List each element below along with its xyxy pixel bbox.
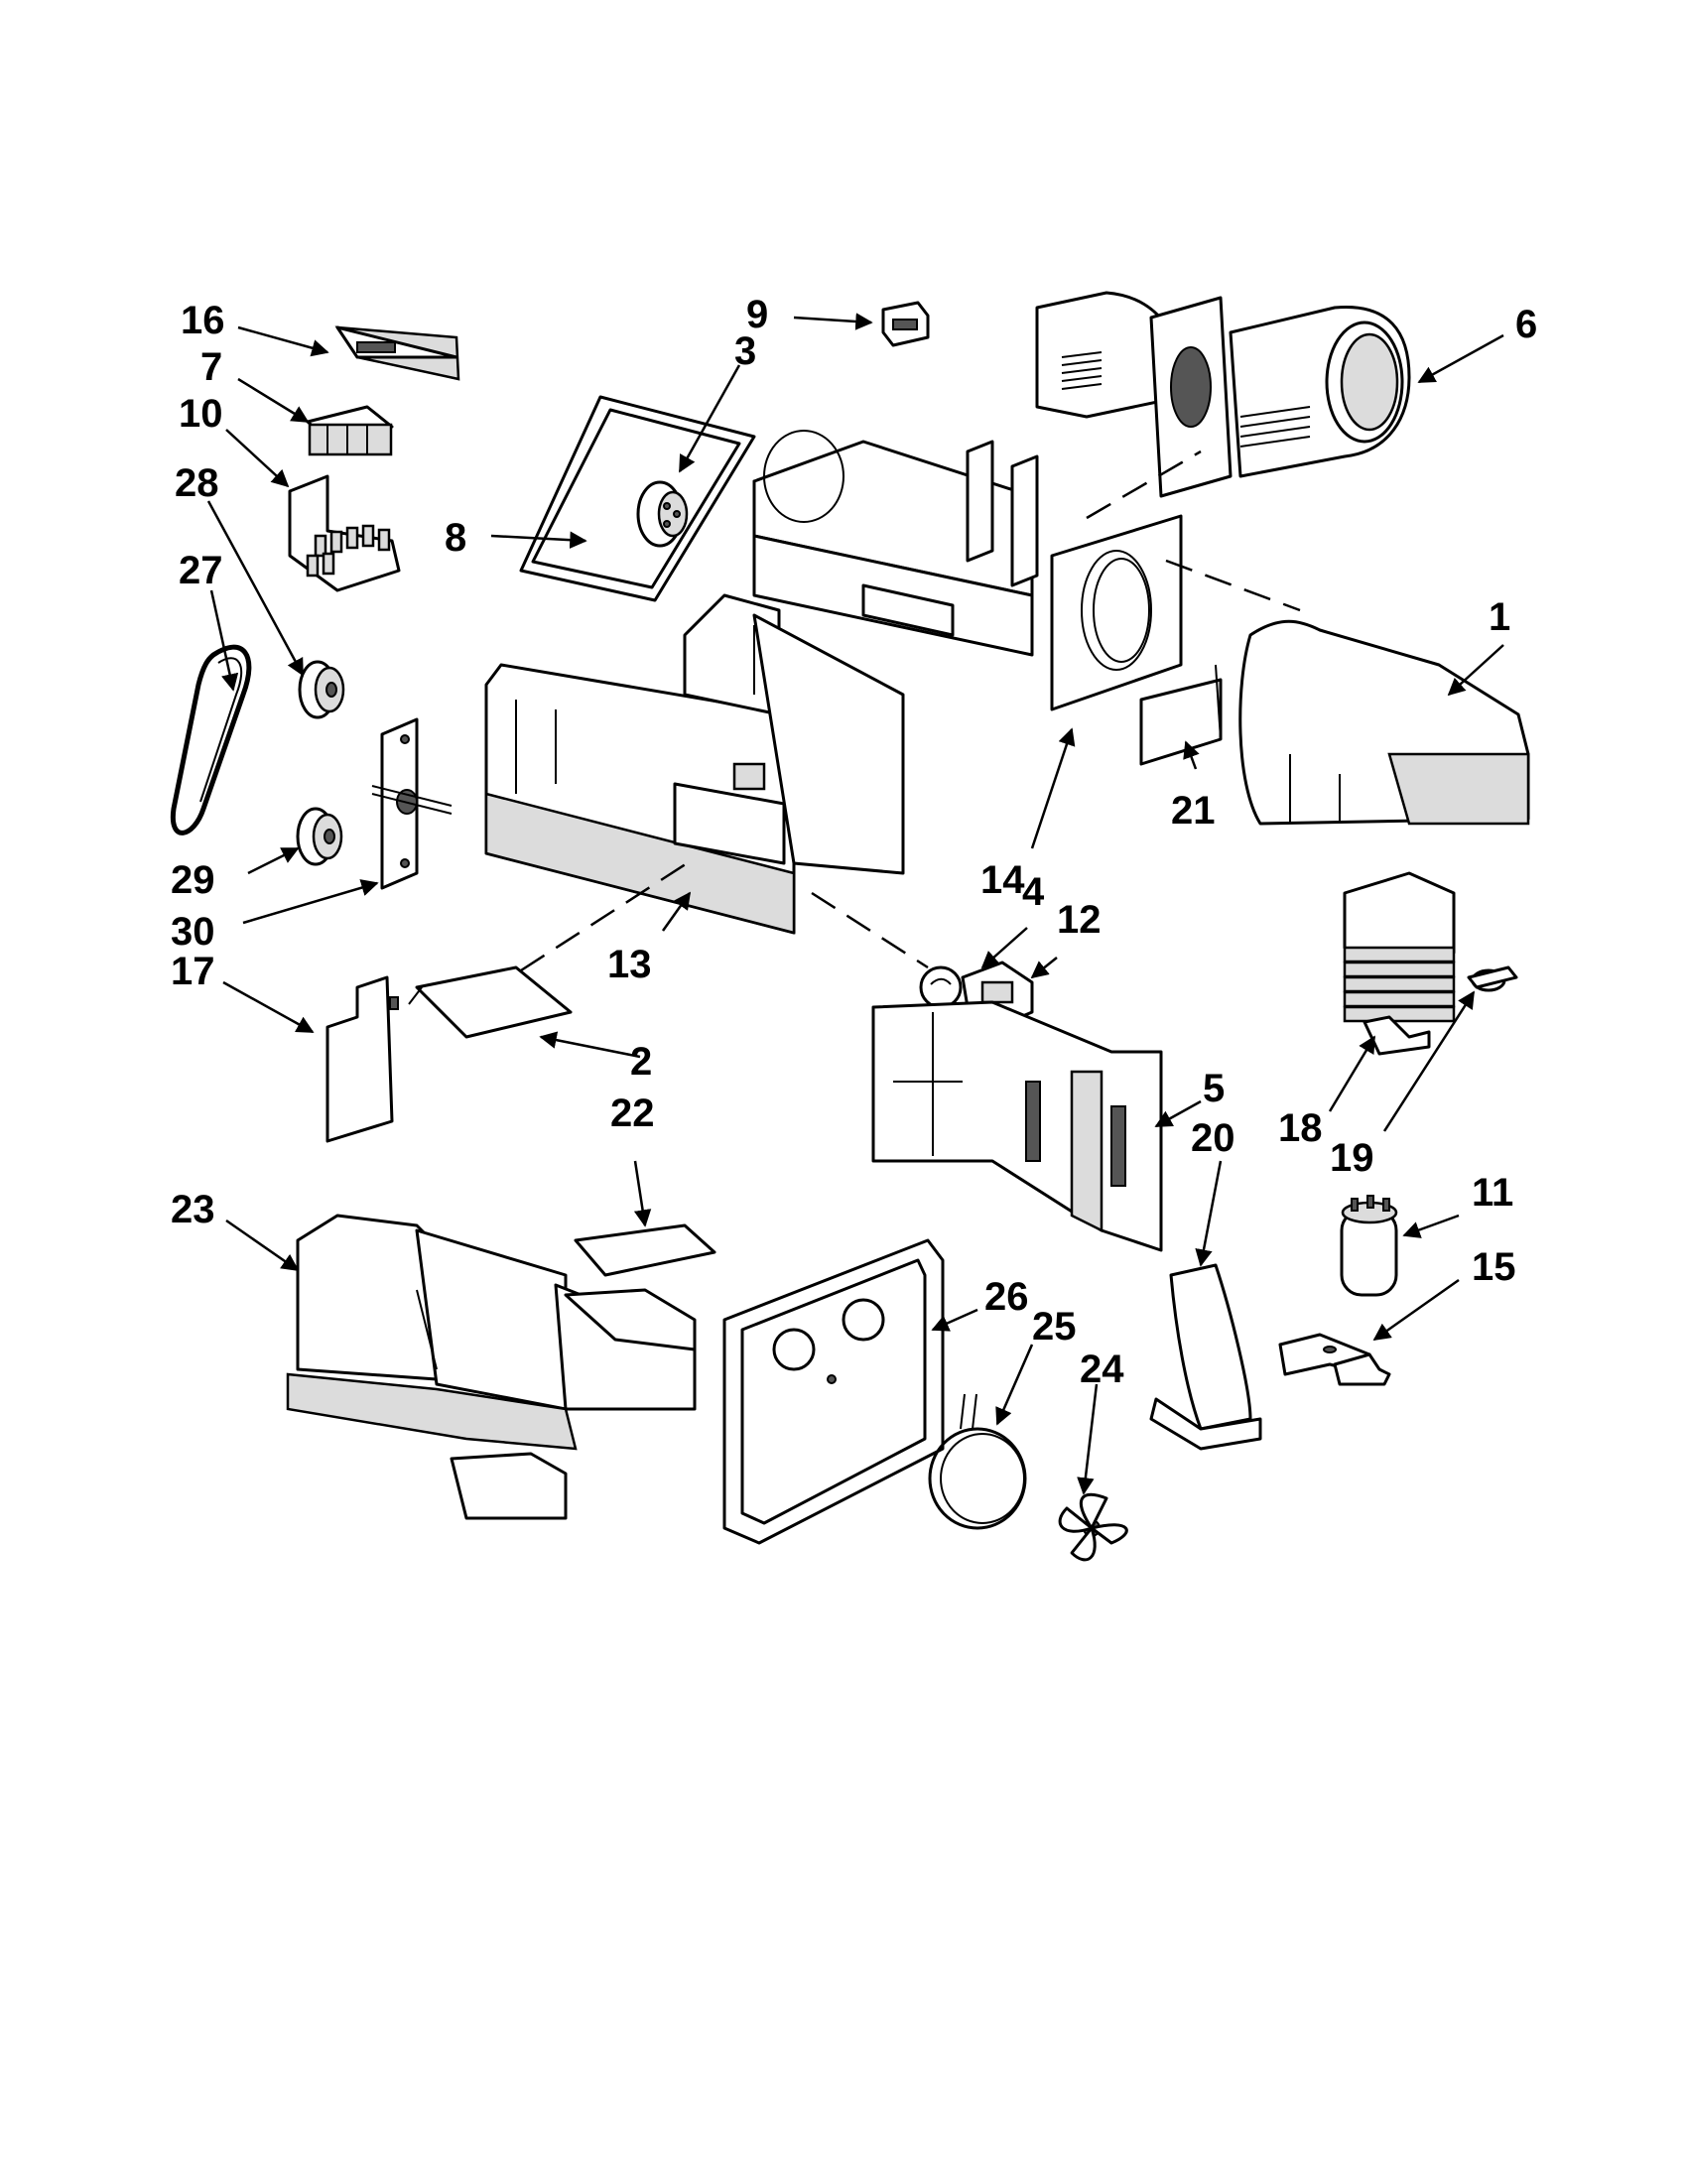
callout-25: 25	[1032, 1305, 1077, 1349]
callout-21: 21	[1171, 789, 1216, 833]
callout-28: 28	[175, 461, 219, 505]
callout-24: 24	[1080, 1348, 1124, 1391]
callout-18: 18	[1278, 1106, 1323, 1150]
part-26-door-frame	[722, 1238, 945, 1545]
upper-housing	[752, 430, 1039, 657]
callout-5: 5	[1203, 1067, 1225, 1110]
callout-17: 17	[171, 950, 215, 993]
part-5-frame	[871, 1000, 1163, 1252]
callout-10: 10	[179, 392, 223, 436]
part-19-thermostat	[1467, 965, 1518, 992]
callout-27: 27	[179, 549, 223, 592]
callout-3: 3	[734, 329, 756, 373]
callout-30: 30	[171, 910, 215, 954]
part-10-control-board	[288, 474, 401, 592]
callout-19: 19	[1330, 1136, 1374, 1180]
callout-6: 6	[1515, 303, 1537, 346]
part-8-panel	[519, 395, 756, 602]
part-25-heating-element	[928, 1393, 1027, 1530]
part-3-socket	[636, 480, 689, 548]
part-30-motor-bracket	[371, 717, 453, 890]
part-14-side-bracket	[1050, 514, 1183, 711]
part-27-belt	[170, 644, 252, 835]
part-1-duct-cover	[1238, 619, 1530, 826]
callout-15: 15	[1472, 1245, 1516, 1289]
part-17-bracket	[325, 975, 399, 1143]
part-16-cover-plate	[334, 325, 460, 381]
callout-labels: 16 7 10 28 27 29 30 17 2 22 23 8 13 9 3 …	[171, 293, 1537, 1391]
leader-lines	[206, 313, 1504, 1495]
part-13-base-housing	[484, 593, 905, 935]
part-20-duct	[1149, 1263, 1262, 1451]
callout-9: 9	[746, 293, 768, 336]
part-21-panel	[1139, 664, 1223, 766]
callout-1: 1	[1489, 595, 1510, 639]
part-29-pulley	[296, 807, 343, 866]
part-23-duct-housing	[286, 1214, 697, 1520]
callout-8: 8	[445, 516, 466, 560]
assembly-lines	[520, 450, 1301, 972]
part-28-pulley	[298, 660, 345, 719]
part-2-plate	[408, 965, 573, 1039]
callout-16: 16	[181, 299, 225, 342]
callout-20: 20	[1191, 1116, 1235, 1160]
part-22-sheet	[574, 1223, 716, 1277]
part-7-terminal-block	[306, 405, 394, 456]
part-4-bulb	[919, 965, 963, 1009]
part-18-transformer	[1343, 871, 1456, 1056]
callout-4: 4	[1022, 870, 1045, 914]
part-15-bracket	[1278, 1333, 1391, 1386]
callout-14: 14	[980, 858, 1025, 902]
callout-22: 22	[610, 1092, 655, 1135]
part-24-fan-blade	[1058, 1492, 1128, 1562]
callout-23: 23	[171, 1188, 215, 1231]
callout-13: 13	[607, 943, 652, 986]
callout-2: 2	[630, 1040, 652, 1084]
part-6-blower	[1035, 291, 1411, 498]
part-9-switch	[881, 301, 930, 347]
part-11-capacitor	[1340, 1195, 1398, 1297]
callout-29: 29	[171, 858, 215, 902]
callout-11: 11	[1472, 1171, 1513, 1215]
callout-7: 7	[200, 345, 222, 389]
callout-26: 26	[984, 1275, 1029, 1319]
callout-12: 12	[1057, 898, 1102, 942]
